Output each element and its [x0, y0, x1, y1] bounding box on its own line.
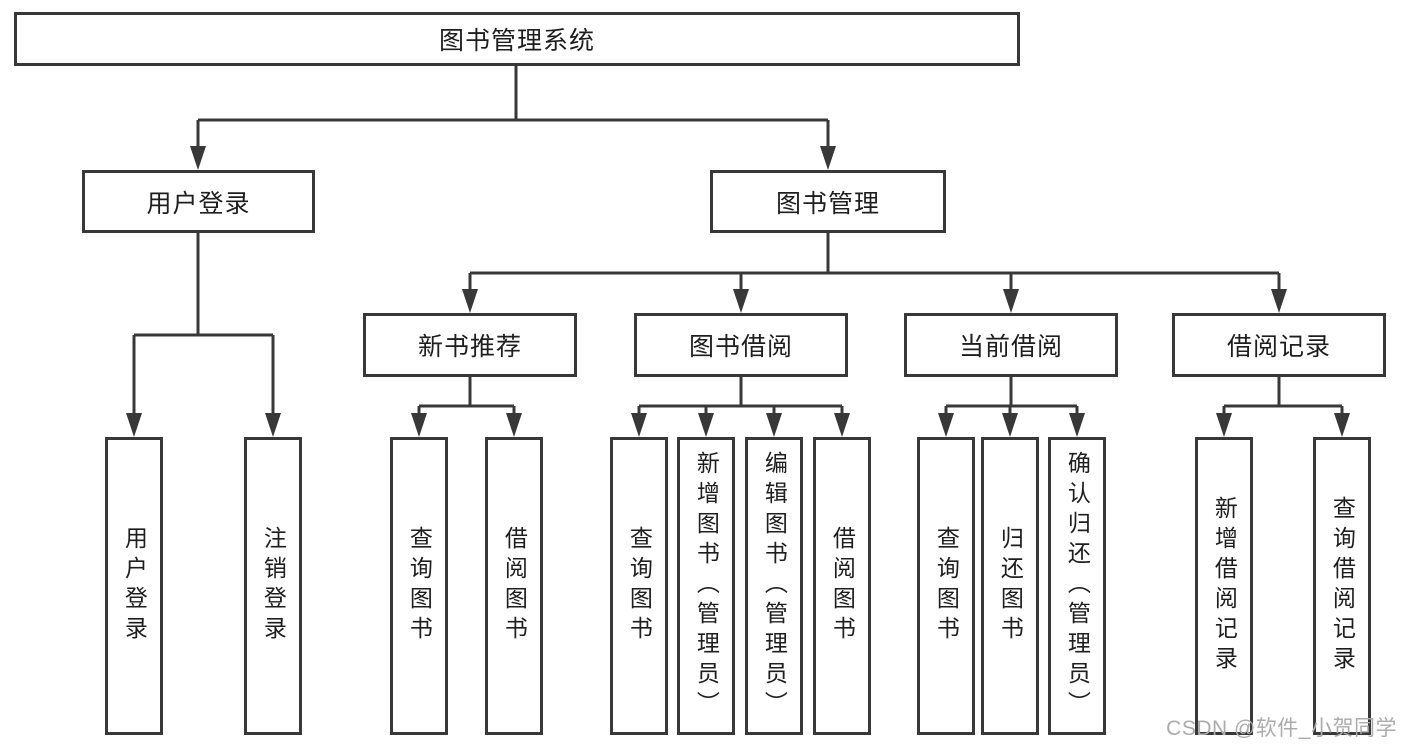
node-label: 查询借阅记录 — [1329, 496, 1356, 676]
node-label: 借阅图书 — [501, 526, 528, 646]
node-label: 注销登录 — [260, 526, 287, 646]
csdn-watermark: CSDN @软件_小贺同学 — [1166, 717, 1397, 740]
leaf-user-login: 用户登录 — [105, 437, 163, 735]
node-current-borrowing: 当前借阅 — [904, 313, 1118, 377]
leaf-query-book-recommend: 查询图书 — [390, 437, 448, 735]
node-label: 查询图书 — [933, 526, 960, 646]
node-user-login: 用户登录 — [82, 170, 315, 233]
node-label: 借阅图书 — [829, 526, 856, 646]
leaf-borrow-book-recommend: 借阅图书 — [485, 437, 543, 735]
leaf-query-book-current: 查询图书 — [917, 437, 975, 735]
node-label: 图书管理系统 — [438, 27, 595, 55]
node-label: 新书推荐 — [417, 333, 522, 361]
node-label: 借阅记录 — [1226, 333, 1331, 361]
node-label: 当前借阅 — [958, 333, 1063, 361]
leaf-add-borrow-record: 新增借阅记录 — [1195, 437, 1253, 735]
node-label: 查询图书 — [406, 526, 433, 646]
node-label: 图书管理 — [775, 189, 880, 218]
node-label: 图书借阅 — [688, 333, 793, 361]
node-new-book-recommendation: 新书推荐 — [363, 313, 577, 377]
node-label: 用户登录 — [146, 189, 251, 218]
leaf-logout: 注销登录 — [244, 437, 302, 735]
leaf-return-book: 归还图书 — [981, 437, 1039, 735]
node-book-management: 图书管理 — [710, 170, 946, 233]
node-label: 归还图书 — [997, 526, 1024, 646]
leaf-query-borrow-record: 查询借阅记录 — [1313, 437, 1371, 735]
node-label: 新增借阅记录 — [1211, 496, 1238, 676]
node-library-management-system: 图书管理系统 — [14, 12, 1020, 66]
node-label: 查询图书 — [626, 526, 653, 646]
leaf-confirm-return-admin: 确认归还（管理员） — [1048, 437, 1106, 735]
node-label: 编辑图书（管理员） — [761, 451, 788, 721]
node-label: 确认归还（管理员） — [1064, 451, 1091, 721]
leaf-add-book-admin: 新增图书（管理员） — [677, 437, 735, 735]
node-book-borrowing: 图书借阅 — [634, 313, 848, 377]
node-borrowing-records: 借阅记录 — [1172, 313, 1386, 377]
node-label: 新增图书（管理员） — [693, 451, 720, 721]
leaf-edit-book-admin: 编辑图书（管理员） — [745, 437, 803, 735]
leaf-query-book-borrowing: 查询图书 — [610, 437, 668, 735]
node-label: 用户登录 — [121, 526, 148, 646]
leaf-borrow-book: 借阅图书 — [813, 437, 871, 735]
